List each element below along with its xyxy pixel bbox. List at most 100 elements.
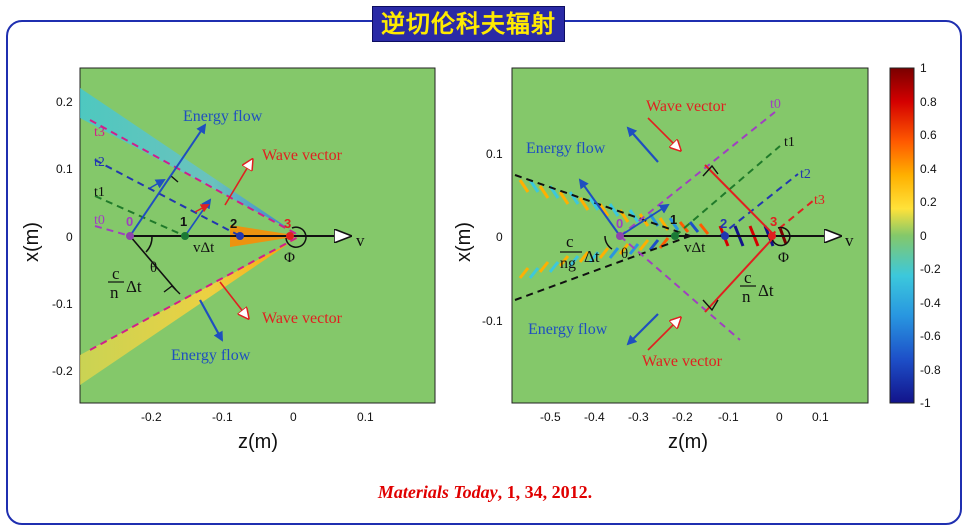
left-t1-label: t1 — [94, 185, 105, 200]
right-right-angle-lower — [702, 299, 719, 312]
right-panel: Energy flow Energy flow Wave vector Wave… — [453, 67, 869, 453]
left-wavefront-lower — [89, 235, 301, 351]
citation-details: , 1, 34, 2012. — [497, 482, 593, 502]
left-point-2 — [236, 232, 244, 240]
right-wavefront-black-top — [514, 174, 691, 237]
left-point-1-label: 1 — [180, 214, 187, 229]
right-ng-label: ng — [560, 255, 576, 272]
colorbar-tick-neg0.2: -0.2 — [920, 262, 941, 276]
right-energy-arrow-bottom — [626, 313, 659, 346]
left-xlabel: z(m) — [238, 431, 278, 453]
left-ylabel: x(m) — [21, 222, 43, 262]
left-c-label: c — [112, 264, 120, 283]
right-wave-vector-top-label: Wave vector — [646, 98, 727, 115]
left-xtick-0: 0 — [290, 410, 297, 424]
right-t2-label: t2 — [800, 167, 811, 182]
right-energy-flow-top-label: Energy flow — [526, 140, 606, 157]
right-point-1 — [671, 232, 679, 240]
right-wavefront-t2 — [719, 173, 799, 237]
right-t1-label: t1 — [784, 135, 795, 150]
left-energy-flow-top-label: Energy flow — [183, 108, 263, 125]
left-wavefront-t0 — [94, 225, 131, 237]
right-xtick-0.1: 0.1 — [812, 410, 829, 424]
right-xtick-neg0.4: -0.4 — [584, 410, 605, 424]
right-dt-label: Δt — [584, 247, 600, 266]
left-panel: Energy flow Energy flow Wave vector Wave… — [21, 67, 436, 453]
left-t2-label: t2 — [94, 155, 105, 170]
colorbar-tick-neg0.4: -0.4 — [920, 296, 941, 310]
left-wave-vector-up — [224, 160, 252, 206]
colorbar-tick-0.6: 0.6 — [920, 128, 937, 142]
right-point-2-label: 2 — [720, 216, 727, 231]
left-v-label: v — [356, 231, 365, 250]
right-vdt-label: vΔt — [684, 240, 706, 256]
right-ytick-0: 0 — [496, 230, 503, 244]
left-point-3-label: 3 — [284, 216, 291, 231]
right-t3-label: t3 — [814, 193, 825, 208]
left-wavefront-t3 — [89, 119, 301, 237]
left-ytick-neg0.1: -0.1 — [52, 297, 73, 311]
left-point-2-label: 2 — [230, 216, 237, 231]
right-right-angle-upper — [702, 164, 719, 177]
left-phi-arc — [285, 226, 307, 248]
left-point-3 — [286, 232, 294, 240]
right-point-0-label: 0 — [616, 216, 623, 231]
right-point-0 — [616, 232, 624, 240]
colorbar-tick-neg1: -1 — [920, 396, 931, 410]
right-xtick-neg0.1: -0.1 — [718, 410, 739, 424]
left-energy-flow-bottom-label: Energy flow — [171, 347, 251, 364]
left-beam-top — [80, 88, 300, 236]
right-ytick-neg0.1: -0.1 — [482, 314, 503, 328]
slide-title: 逆切伦科夫辐射 — [372, 6, 565, 42]
colorbar: 1 0.8 0.6 0.4 0.2 0 -0.2 -0.4 -0.6 -0.8 … — [889, 61, 941, 410]
right-xtick-neg0.3: -0.3 — [628, 410, 649, 424]
right-energy-arrow-top — [626, 126, 659, 163]
left-theta-arc — [145, 235, 153, 253]
right-wave-vector-bottom-label: Wave vector — [642, 353, 723, 370]
left-wave-vector-bottom-label: Wave vector — [262, 310, 343, 327]
right-phi-arc — [771, 226, 791, 247]
colorbar-tick-0.4: 0.4 — [920, 162, 937, 176]
left-energy-arrow-down — [199, 299, 223, 342]
left-wavefront-t2 — [94, 159, 241, 237]
left-n-label: n — [110, 283, 119, 302]
right-ytick-0.1: 0.1 — [486, 147, 503, 161]
colorbar-tick-0.8: 0.8 — [920, 95, 937, 109]
right-wave-vector-top — [647, 117, 680, 150]
right-point-3 — [768, 232, 776, 240]
right-energy-flow-bottom-label: Energy flow — [528, 321, 608, 338]
right-wavefront-t3 — [769, 199, 815, 237]
left-point-1 — [181, 232, 189, 240]
right-wave-line-up — [704, 164, 776, 237]
left-ytick-0.1: 0.1 — [56, 162, 73, 176]
colorbar-gradient — [889, 67, 915, 404]
left-t0-label: t0 — [94, 213, 105, 228]
left-wave-vector-down — [219, 281, 248, 318]
right-xtick-neg0.2: -0.2 — [672, 410, 693, 424]
right-wavefront-t0-lower — [619, 235, 741, 341]
left-point-0-label: 0 — [126, 214, 133, 229]
colorbar-tick-0.2: 0.2 — [920, 195, 937, 209]
left-xtick-neg0.1: -0.1 — [212, 410, 233, 424]
right-v-label: v — [845, 231, 854, 250]
citation: Materials Today, 1, 34, 2012. — [0, 482, 970, 503]
right-c-label: c — [744, 268, 752, 287]
left-t3-label: t3 — [94, 125, 105, 140]
right-xtick-neg0.5: -0.5 — [540, 410, 561, 424]
left-ytick-0.2: 0.2 — [56, 95, 73, 109]
right-c-ng-label: c — [566, 232, 574, 251]
left-wave-vector-top-label: Wave vector — [262, 147, 343, 164]
left-theta-label: θ — [150, 260, 157, 276]
right-point-3-label: 3 — [770, 214, 777, 229]
right-point-1-label: 1 — [670, 212, 677, 227]
colorbar-tick-0: 0 — [920, 229, 927, 243]
left-right-angle-lower — [163, 285, 181, 295]
right-energy-arrow-back — [578, 178, 621, 237]
left-point-0 — [126, 232, 134, 240]
right-point-2 — [721, 232, 729, 240]
left-dt-label: Δt — [126, 277, 142, 296]
left-beam-bottom — [80, 236, 300, 385]
left-energy-arrow-up — [129, 123, 207, 237]
right-wave-vector-bottom — [647, 318, 680, 351]
